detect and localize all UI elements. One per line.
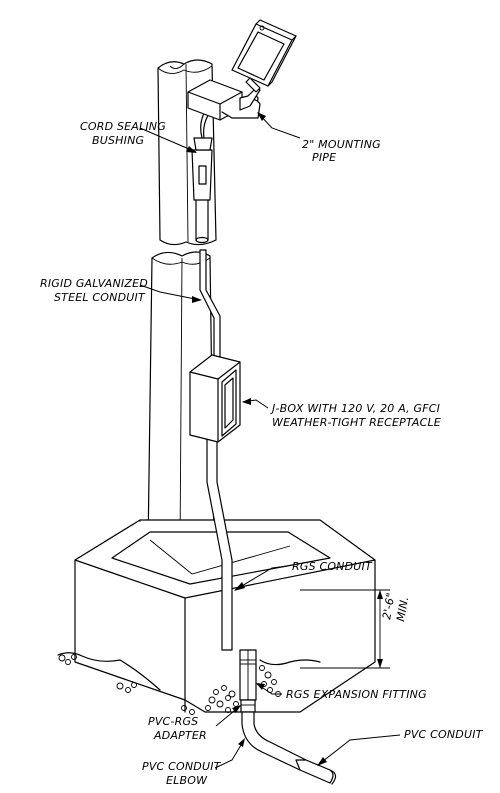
leader-lines <box>139 112 401 769</box>
upper-conduit-bushing <box>191 95 213 244</box>
label-adapter-line1: PVC-RGS <box>148 715 198 728</box>
mounting-pipe <box>239 87 261 111</box>
label-cord-sealing-line1: CORD SEALING <box>80 120 166 133</box>
label-rigid-conduit-line1: RIGID GALVANIZED <box>40 277 148 290</box>
label-adapter-line2: ADAPTER <box>153 729 207 742</box>
label-rgs-conduit: RGS CONDUIT <box>292 560 373 573</box>
j-box <box>189 354 241 443</box>
label-jbox-line1: J-BOX WITH 120 V, 20 A, GFCI <box>270 402 440 415</box>
dimension-marker: 2'-6" MIN. <box>300 589 411 669</box>
dimension-label-value: 2'-6" <box>380 592 398 621</box>
label-rigid-conduit-line2: STEEL CONDUIT <box>54 291 146 304</box>
label-mounting-pipe-line2: PIPE <box>312 151 336 164</box>
label-expansion-fitting: RGS EXPANSION FITTING <box>286 688 427 701</box>
pvc-elbow-conduit <box>241 711 337 785</box>
label-jbox-line2: WEATHER-TIGHT RECEPTACLE <box>272 416 441 429</box>
callout-labels: CORD SEALING BUSHING 2" MOUNTING PIPE RI… <box>40 120 484 787</box>
lower-pole-segment <box>147 251 215 549</box>
label-cord-sealing-line2: BUSHING <box>92 134 144 147</box>
label-mounting-pipe-line1: 2" MOUNTING <box>302 138 381 151</box>
label-elbow-line1: PVC CONDUIT <box>142 760 222 773</box>
ground-gravel <box>57 652 321 715</box>
expansion-fitting <box>239 649 257 713</box>
label-pvc-conduit: PVC CONDUIT <box>404 728 484 741</box>
label-elbow-line2: ELBOW <box>166 774 208 787</box>
floodlight-fixture <box>231 19 297 93</box>
dimension-label-min: MIN. <box>394 595 411 622</box>
